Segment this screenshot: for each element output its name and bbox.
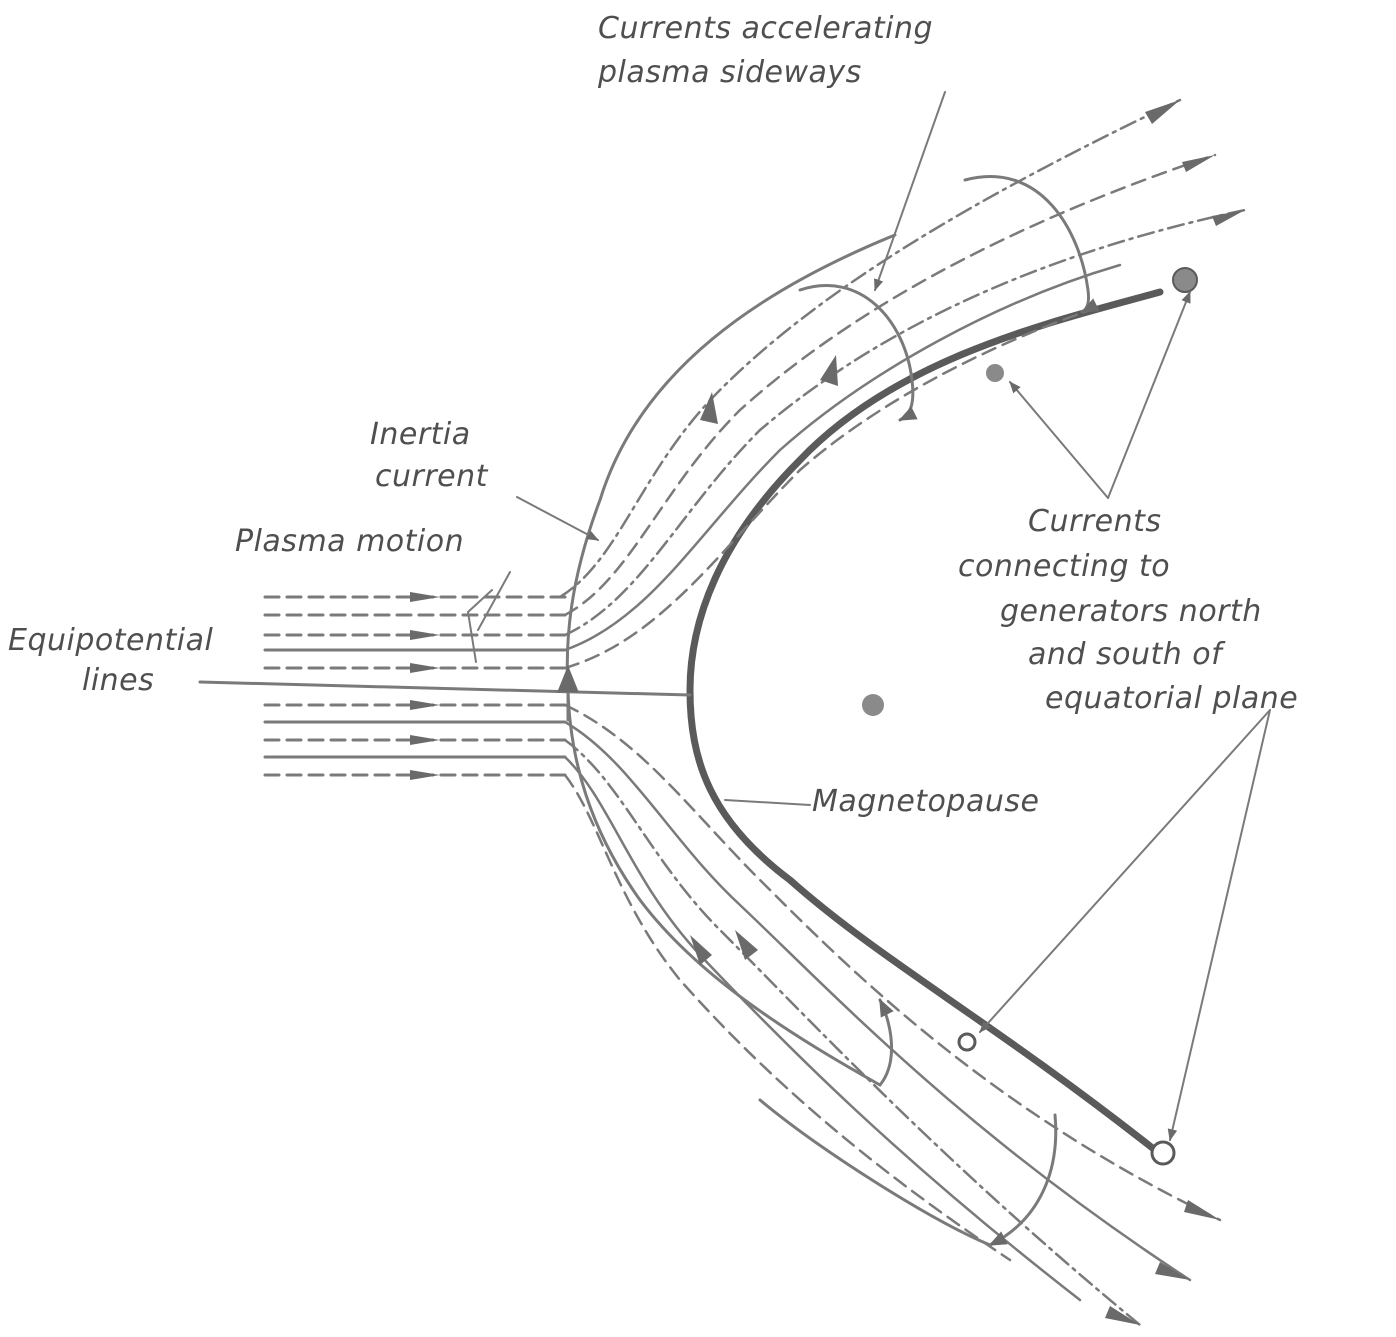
- label-plasma-motion: Plasma motion: [235, 525, 464, 559]
- label-connecting-line3: generators north: [1000, 595, 1262, 629]
- lower-current-loops: [760, 1000, 1056, 1245]
- earth-dot: [862, 694, 884, 716]
- label-inertia-line1: Inertia: [370, 418, 471, 452]
- label-inertia-line2: current: [375, 460, 488, 494]
- sheath-outer-boundary: [567, 235, 895, 1085]
- label-magnetopause: Magnetopause: [812, 785, 1039, 819]
- upper-current-loops: [800, 177, 1089, 420]
- label-equipotential-line1: Equipotential: [8, 624, 213, 658]
- terminal-lower-far: [1152, 1142, 1174, 1164]
- plasma-motion-arrowheads: [410, 592, 440, 780]
- label-connecting-line5: equatorial plane: [1045, 682, 1298, 716]
- label-connecting-line2: connecting to: [958, 550, 1170, 584]
- terminal-upper-near: [986, 364, 1004, 382]
- upper-outflow-arrowheads: [1145, 100, 1245, 226]
- label-currents-accelerating-line2: plasma sideways: [598, 56, 862, 90]
- label-connecting-line4: and south of: [1028, 638, 1222, 672]
- label-equipotential-line2: lines: [82, 664, 154, 698]
- terminal-upper-far: [1173, 268, 1197, 292]
- label-currents-accelerating-line1: Currents accelerating: [598, 12, 933, 46]
- label-connecting-line1: Currents: [1028, 505, 1162, 539]
- magnetopause-boundary: [690, 292, 1160, 1150]
- terminal-lower-near: [959, 1034, 975, 1050]
